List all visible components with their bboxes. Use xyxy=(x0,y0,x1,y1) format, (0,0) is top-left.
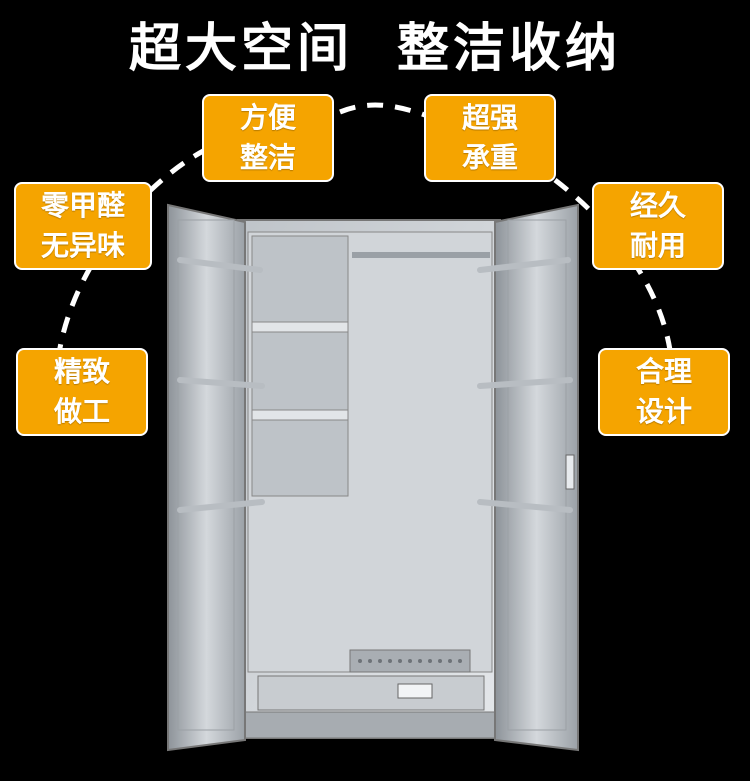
feature-tag-6: 合理 设计 xyxy=(598,348,730,436)
feature-tag-2: 超强 承重 xyxy=(424,94,556,182)
feature-tag-line: 无异味 xyxy=(40,229,125,262)
feature-tag-line: 设计 xyxy=(635,395,692,428)
feature-tag-line: 零甲醛 xyxy=(40,189,125,222)
feature-tag-5: 精致 做工 xyxy=(16,348,148,436)
feature-tag-line: 整洁 xyxy=(239,141,296,174)
feature-tag-line: 精致 xyxy=(53,355,110,388)
feature-tag-line: 超强 xyxy=(461,101,518,134)
feature-tag-1: 方便 整洁 xyxy=(202,94,334,182)
feature-tag-line: 耐用 xyxy=(629,229,686,262)
feature-tag-4: 经久 耐用 xyxy=(592,182,724,270)
headline: 超大空间 整洁收纳 xyxy=(128,19,622,79)
feature-tag-line: 合理 xyxy=(635,355,692,388)
feature-tag-3: 零甲醛 无异味 xyxy=(14,182,152,270)
feature-tag-line: 经久 xyxy=(629,189,686,222)
feature-tag-line: 做工 xyxy=(53,395,110,428)
feature-tag-line: 承重 xyxy=(461,141,518,174)
feature-tag-line: 方便 xyxy=(239,101,296,134)
